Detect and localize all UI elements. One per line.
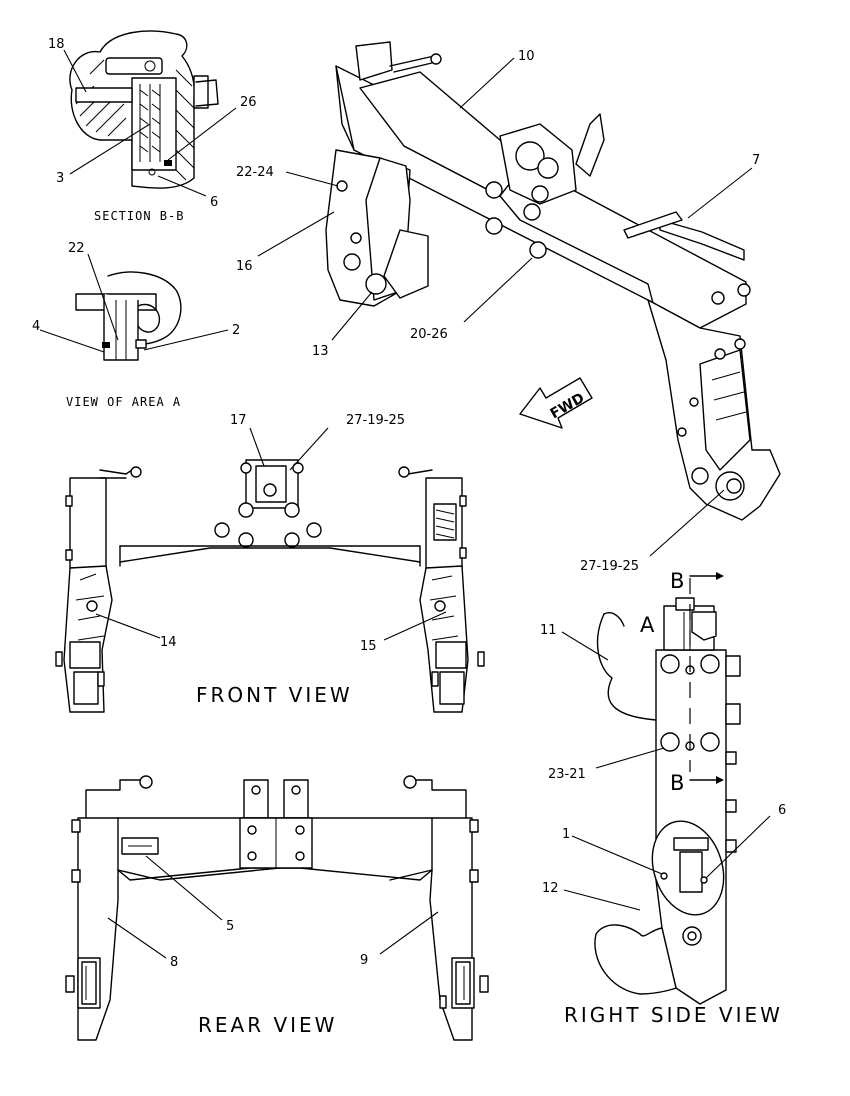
callout-23-21: 23-21 bbox=[548, 767, 586, 782]
callout-9: 9 bbox=[360, 953, 368, 968]
section-bb-detail bbox=[69, 30, 219, 189]
callout-10: 10 bbox=[518, 49, 535, 64]
area-a-detail bbox=[75, 271, 182, 361]
callout-2: 2 bbox=[232, 323, 240, 338]
callout-27-19-25-front: 27-19-25 bbox=[346, 413, 405, 428]
callout-20-26: 20-26 bbox=[410, 327, 448, 342]
front-view-drawing bbox=[55, 459, 485, 713]
callout-11: 11 bbox=[540, 623, 557, 638]
right-side-view-drawing bbox=[594, 572, 741, 1005]
callout-22-area: 22 bbox=[68, 241, 85, 256]
right-side-view-caption: RIGHT SIDE VIEW bbox=[564, 1003, 783, 1027]
callout-16: 16 bbox=[236, 259, 253, 274]
rear-view-drawing bbox=[65, 775, 489, 1041]
callout-1: 1 bbox=[562, 827, 570, 842]
callout-4: 4 bbox=[32, 319, 40, 334]
callout-7: 7 bbox=[752, 153, 760, 168]
callout-26: 26 bbox=[240, 95, 257, 110]
callout-6-section: 6 bbox=[210, 195, 218, 210]
area-marker-a: A bbox=[640, 613, 655, 637]
section-marker-b-bottom: B bbox=[670, 771, 684, 795]
section-marker-b-top: B bbox=[670, 569, 684, 593]
isometric-bolts bbox=[485, 181, 549, 259]
callout-13: 13 bbox=[312, 344, 329, 359]
callout-17: 17 bbox=[230, 413, 247, 428]
callout-5: 5 bbox=[226, 919, 234, 934]
callout-12: 12 bbox=[542, 881, 559, 896]
callout-15: 15 bbox=[360, 639, 377, 654]
front-view-caption: FRONT VIEW bbox=[196, 683, 353, 707]
isometric-coupler bbox=[325, 41, 781, 521]
rear-view-caption: REAR VIEW bbox=[198, 1013, 337, 1037]
section-bb-caption: SECTION B-B bbox=[94, 209, 184, 223]
callout-18: 18 bbox=[48, 37, 65, 52]
callout-14: 14 bbox=[160, 635, 177, 650]
area-a-caption: VIEW OF AREA A bbox=[66, 395, 181, 409]
callout-8: 8 bbox=[170, 955, 178, 970]
callout-22-24: 22-24 bbox=[236, 165, 274, 180]
fwd-arrow: FWD bbox=[519, 377, 593, 429]
callout-3: 3 bbox=[56, 171, 64, 186]
callout-6-side: 6 bbox=[778, 803, 786, 818]
callout-27-19-25-iso: 27-19-25 bbox=[580, 559, 639, 574]
